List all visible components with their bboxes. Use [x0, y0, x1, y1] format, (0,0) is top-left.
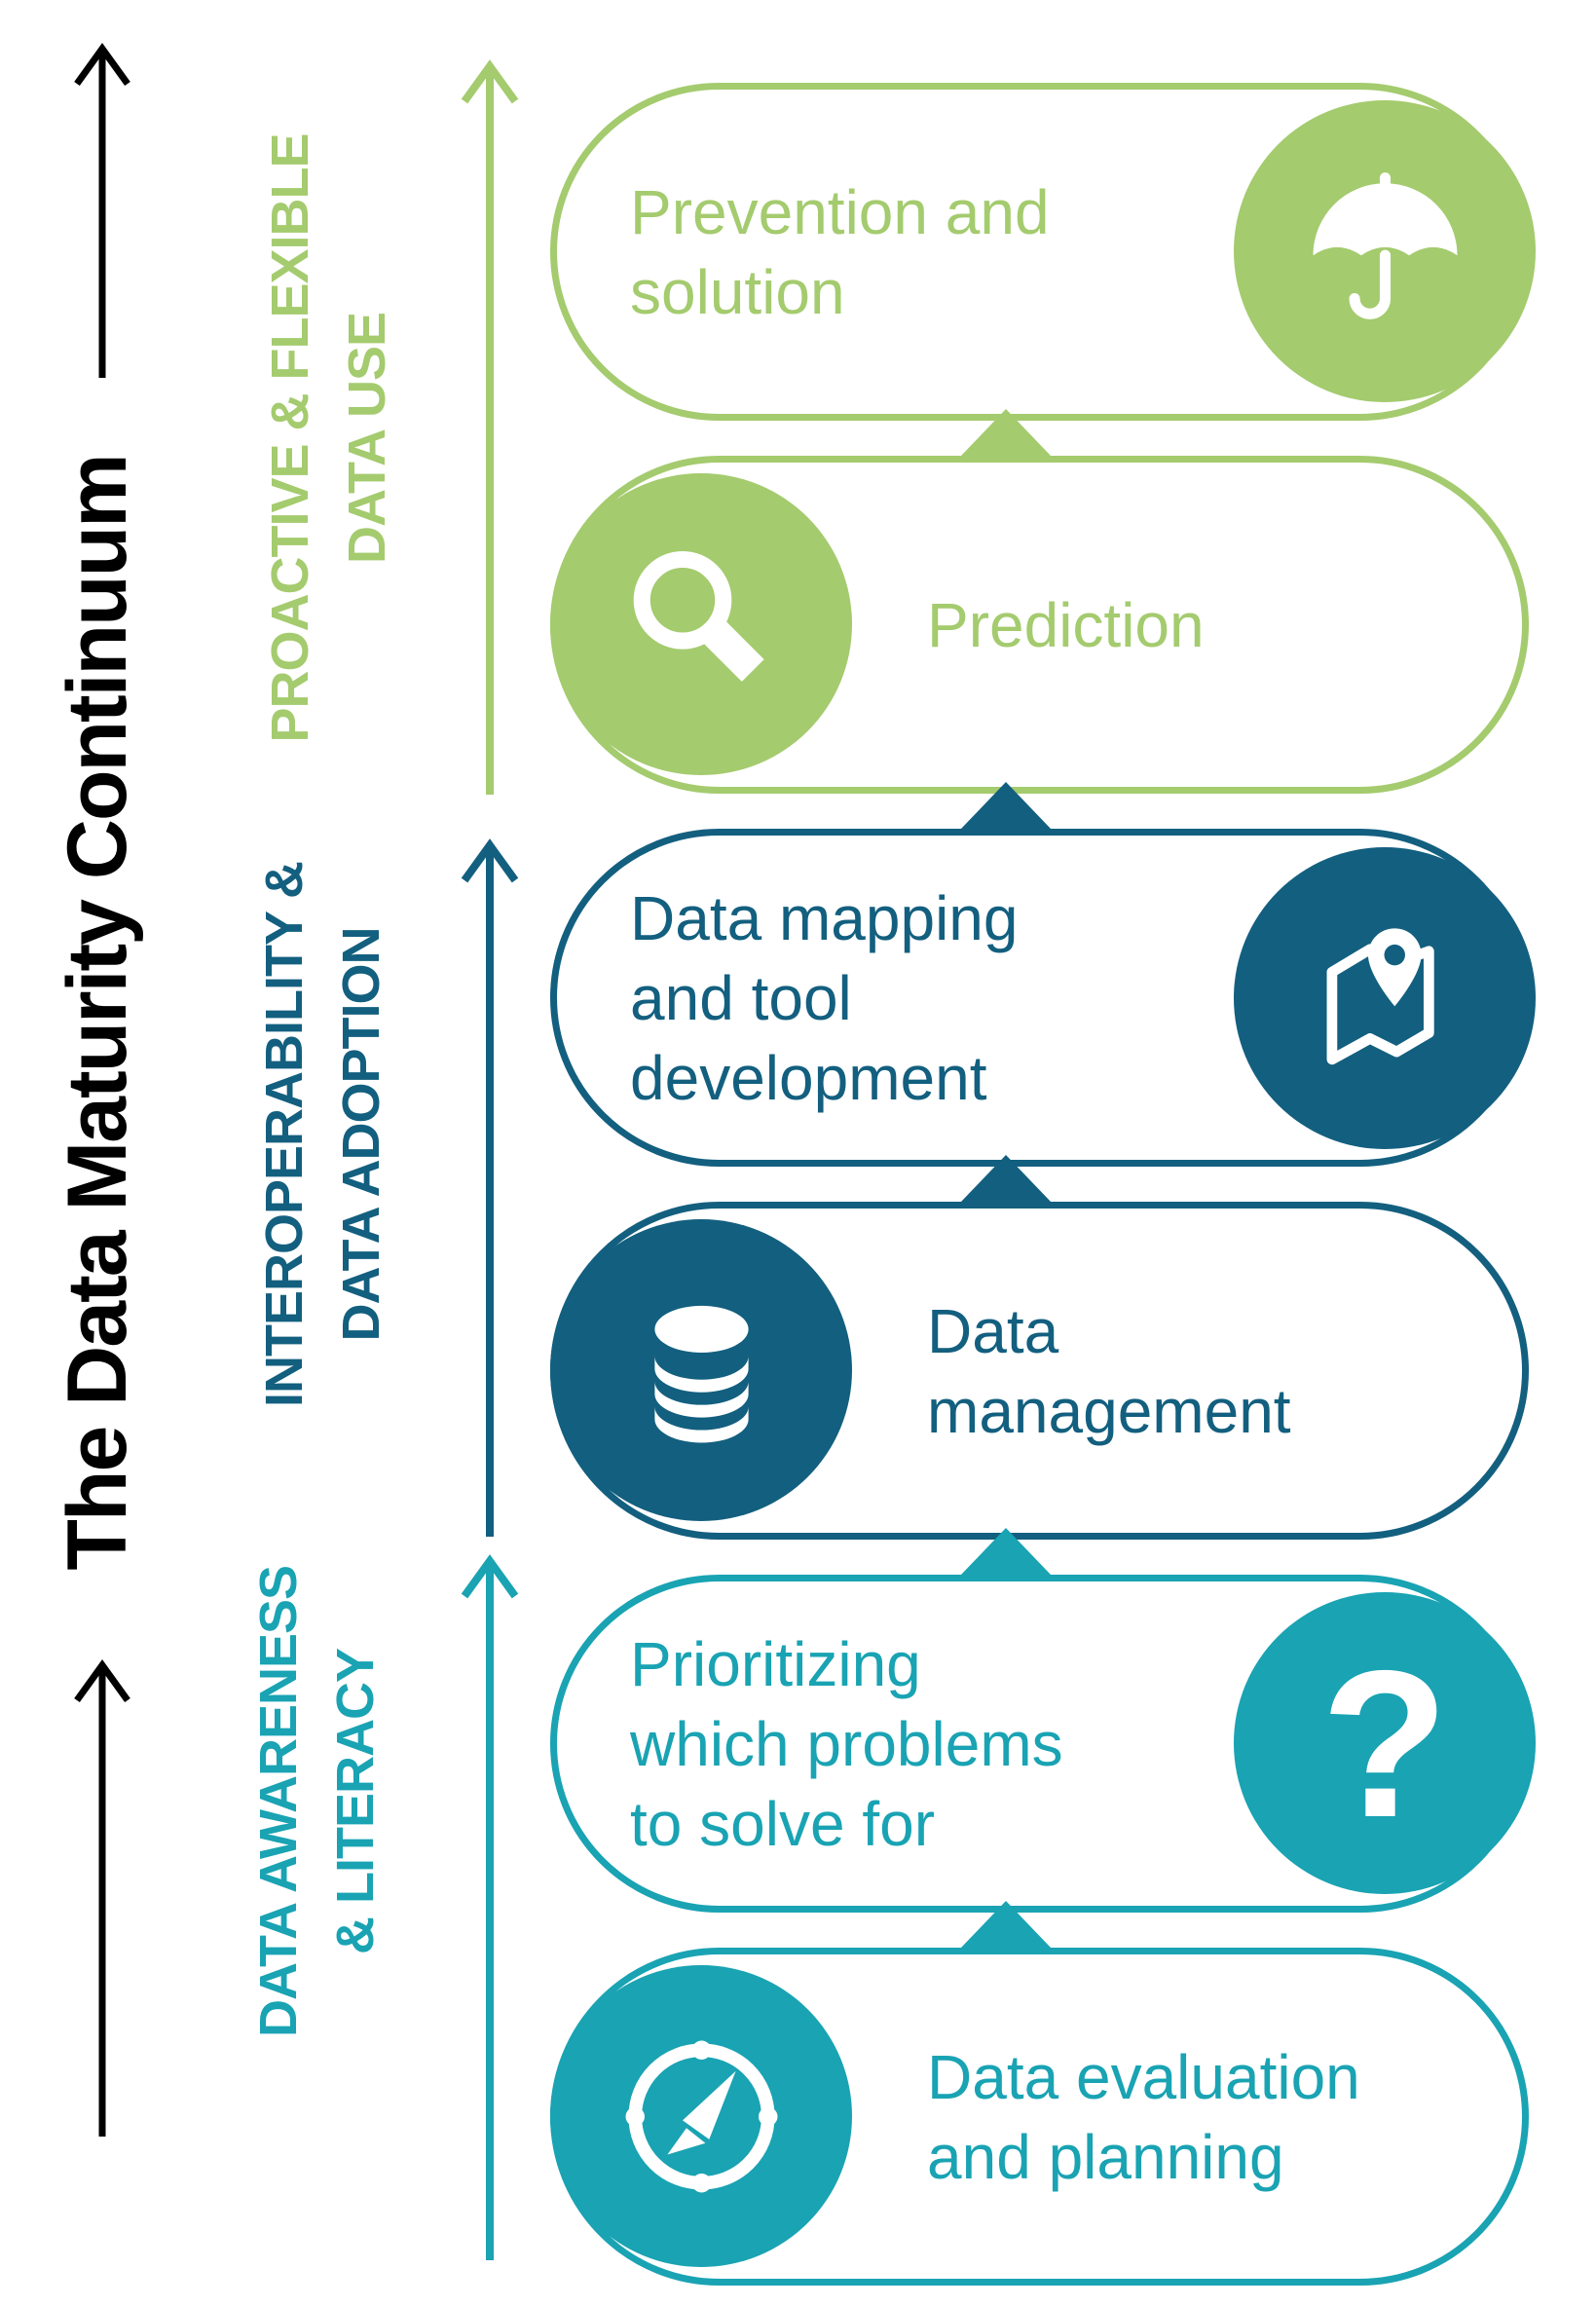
stage-label: Prediction: [927, 589, 1205, 660]
up-arrow-connector: [961, 1528, 1051, 1575]
diagram-title: The Data Maturity Continuum: [51, 455, 144, 1571]
stage-label: Prevention and solution: [630, 176, 1050, 327]
stage-label: Data evaluation and planning: [927, 2041, 1360, 2192]
umbrella-icon: [1234, 100, 1536, 402]
section-label-proactive-flexible-data-use: PROACTIVE & FLEXIBLE DATA USE: [261, 133, 396, 743]
up-arrow-connector: [961, 1155, 1051, 1202]
database-icon: [550, 1219, 852, 1521]
axis-arrow-bottom-icon: [74, 1659, 130, 2137]
stage-label: Prioritizing which problems to solve for: [630, 1628, 1063, 1859]
stage-label: Data mapping and tool development: [630, 882, 1019, 1113]
axis-arrow-top-icon: [74, 43, 130, 378]
question-mark-icon: ?: [1234, 1592, 1536, 1894]
up-arrow-connector: [961, 409, 1051, 456]
section-label-interoperability-data-adoption: INTEROPERABILITY & DATA ADOPTION: [255, 861, 390, 1408]
up-arrow-connector: [961, 782, 1051, 829]
stage-label: Data management: [927, 1295, 1291, 1446]
section-arrow-proactive-icon: [461, 59, 519, 795]
up-arrow-connector: [961, 1901, 1051, 1948]
map-pin-icon: [1234, 847, 1536, 1149]
section-label-data-awareness-literacy: DATA AWARENESS & LITERACY: [249, 1565, 385, 2038]
section-arrow-awareness-icon: [461, 1554, 519, 2260]
compass-icon: [550, 1965, 852, 2267]
magnifier-icon: [550, 473, 852, 775]
section-arrow-interoperability-icon: [461, 838, 519, 1537]
stage-pill-prevention-and-solution: Prevention and solution: [550, 83, 1529, 421]
question-glyph: ?: [1320, 1625, 1449, 1861]
